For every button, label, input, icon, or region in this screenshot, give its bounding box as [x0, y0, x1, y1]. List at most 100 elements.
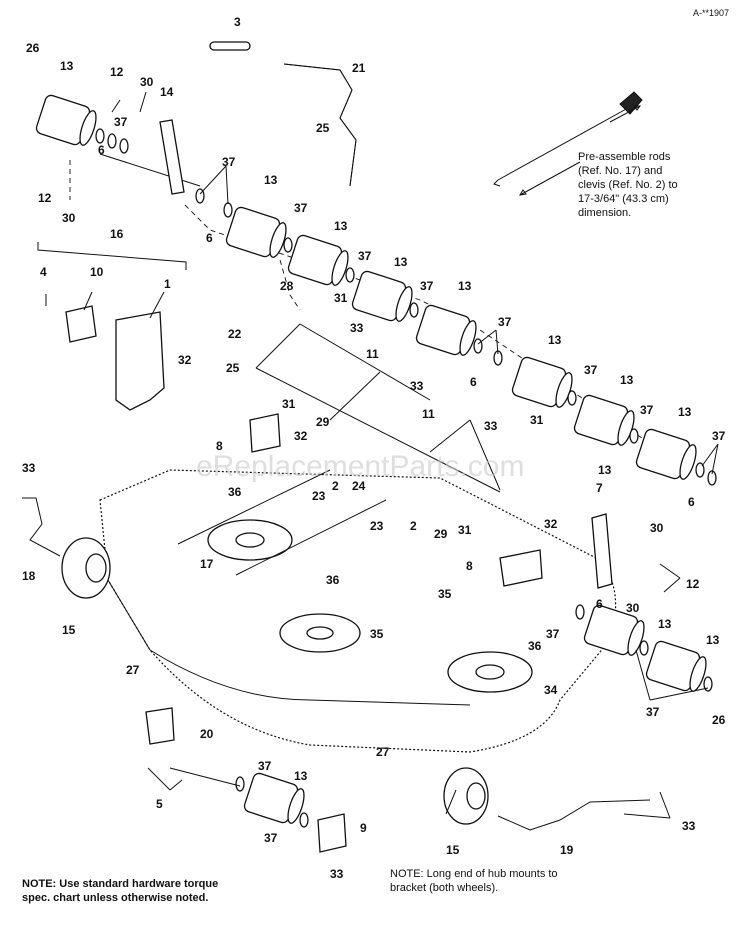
- callout-7: 7: [596, 481, 603, 495]
- callout-13: 13: [658, 617, 672, 631]
- callout-2: 2: [332, 479, 339, 493]
- callout-13: 13: [334, 219, 348, 233]
- callout-6: 6: [206, 231, 213, 245]
- callout-37: 37: [114, 115, 128, 129]
- callout-23: 23: [312, 489, 326, 503]
- callouts: 26 13 12 30 14 37 6 12 30 3 21 25 37 6 1…: [22, 15, 726, 881]
- callout-36: 36: [528, 639, 542, 653]
- callout-33: 33: [484, 419, 498, 433]
- callout-12: 12: [110, 65, 124, 79]
- callout-37: 37: [222, 155, 236, 169]
- roller-7: [573, 394, 635, 446]
- callout-13: 13: [548, 333, 562, 347]
- watermark: eReplacementParts.com: [196, 450, 524, 483]
- callout-37: 37: [358, 249, 372, 263]
- roller-5: [415, 304, 477, 356]
- callout-13: 13: [458, 279, 472, 293]
- callout-37: 37: [712, 429, 726, 443]
- rod-17-a: [177, 469, 331, 545]
- deck-edge: [107, 579, 151, 651]
- callout-8: 8: [216, 439, 223, 453]
- callout-33: 33: [682, 819, 696, 833]
- preassembled-rod-figure: [493, 91, 643, 196]
- callout-15: 15: [446, 843, 460, 857]
- wheel-left: [61, 537, 111, 599]
- callout-35: 35: [438, 587, 452, 601]
- callout-13: 13: [394, 255, 408, 269]
- axle-20: [169, 767, 241, 787]
- preassemble-note-line-4: 17-3/64" (43.3 cm): [578, 193, 669, 205]
- roller-6: [511, 356, 573, 408]
- bracket-8-left: [249, 413, 281, 453]
- callout-8: 8: [466, 559, 473, 573]
- callout-29: 29: [434, 527, 448, 541]
- callout-36: 36: [228, 485, 242, 499]
- preassemble-note-line-1: Pre-assemble rods: [578, 151, 671, 163]
- washers: [95, 128, 717, 828]
- roller-3: [287, 234, 349, 286]
- wheel-right: [443, 767, 489, 825]
- spindle-left: [207, 519, 293, 561]
- roller-1: [35, 94, 97, 146]
- roller-2: [225, 206, 287, 258]
- callout-26: 26: [26, 41, 40, 55]
- preassemble-note: Pre-assemble rods (Ref. No. 17) and clev…: [578, 151, 678, 219]
- callout-27: 27: [376, 745, 390, 759]
- torque-note: NOTE: Use standard hardware torque spec.…: [22, 878, 218, 904]
- roller-4: [351, 270, 413, 322]
- callout-13: 13: [60, 59, 74, 73]
- hub-note-line-2: bracket (both wheels).: [390, 882, 498, 894]
- callout-37: 37: [264, 831, 278, 845]
- callout-13: 13: [706, 633, 720, 647]
- callout-37: 37: [294, 201, 308, 215]
- callout-24: 24: [352, 479, 366, 493]
- callout-35: 35: [370, 627, 384, 641]
- callout-33: 33: [22, 461, 36, 475]
- crank-18: [22, 497, 61, 557]
- callout-16: 16: [110, 227, 124, 241]
- bracket-20: [145, 707, 175, 745]
- callout-30: 30: [626, 601, 640, 615]
- callout-13: 13: [264, 173, 278, 187]
- mower-deck: [99, 469, 617, 753]
- callout-33: 33: [350, 321, 364, 335]
- bracket-14: [159, 119, 185, 195]
- callout-37: 37: [646, 705, 660, 719]
- rear-axle-22: [255, 323, 501, 491]
- hub-note: NOTE: Long end of hub mounts to bracket …: [390, 868, 558, 894]
- roller-8: [635, 428, 697, 480]
- callout-20: 20: [200, 727, 214, 741]
- callout-5: 5: [156, 797, 163, 811]
- callout-21: 21: [352, 61, 366, 75]
- preassemble-note-line-5: dimension.: [578, 207, 631, 219]
- callout-37: 37: [258, 759, 272, 773]
- callout-12: 12: [686, 577, 700, 591]
- callout-32: 32: [294, 429, 308, 443]
- callout-25: 25: [316, 121, 330, 135]
- callout-13: 13: [620, 373, 634, 387]
- callout-14: 14: [160, 85, 174, 99]
- callout-30: 30: [62, 211, 76, 225]
- callout-2: 2: [410, 519, 417, 533]
- crank-19: [497, 799, 651, 831]
- callout-11: 11: [366, 347, 379, 361]
- callout-23: 23: [370, 519, 384, 533]
- callout-32: 32: [178, 353, 192, 367]
- callout-28: 28: [280, 279, 294, 293]
- arm-7: [591, 513, 613, 589]
- callout-32: 32: [544, 517, 558, 531]
- rod-17-b: [235, 499, 387, 576]
- figure-id: A-**1907: [693, 8, 729, 18]
- callout-6: 6: [470, 375, 477, 389]
- preassemble-note-line-3: clevis (Ref. No. 2) to: [578, 179, 678, 191]
- bracket-9: [317, 813, 347, 853]
- callout-37: 37: [546, 627, 560, 641]
- deck-skirt-line: [149, 649, 471, 706]
- plate-10: [65, 305, 97, 343]
- callout-30: 30: [650, 521, 664, 535]
- spindle-right: [447, 651, 533, 693]
- callout-31: 31: [458, 523, 472, 537]
- callout-27: 27: [126, 663, 140, 677]
- callout-3: 3: [234, 15, 241, 29]
